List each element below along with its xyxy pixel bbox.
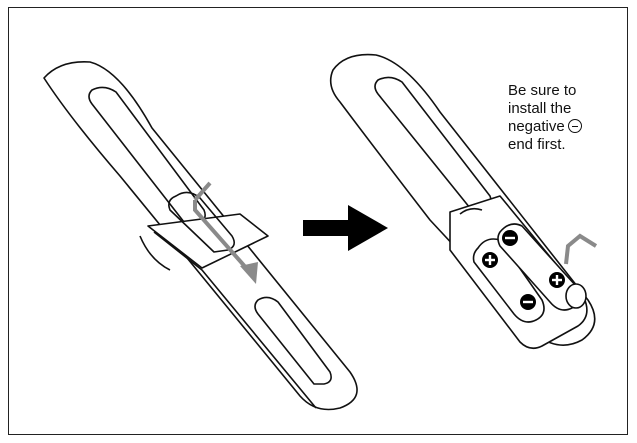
- instruction-word-negative: negative: [508, 118, 565, 135]
- remote-cover-removal: [43, 61, 358, 411]
- instruction-line-2: install the: [508, 100, 572, 117]
- right-arrow-icon: [303, 205, 388, 251]
- instruction-note: Be sure to install the negative end firs…: [508, 82, 626, 154]
- compartment-top-curve: [459, 207, 483, 215]
- instruction-line-3: negative: [508, 118, 626, 136]
- slide-direction-arrow: [193, 181, 258, 284]
- remote-battery-installed: [329, 53, 596, 350]
- cover-edge-line: [153, 231, 317, 409]
- remote-lower-slot-left: [254, 296, 332, 385]
- insertion-direction-arrow: [564, 233, 598, 265]
- plus-circle-icon: [549, 272, 565, 288]
- minus-circle-icon: [502, 230, 518, 246]
- battery-terminal-end: [565, 283, 587, 309]
- battery-two: [497, 223, 580, 311]
- instruction-line-4: end first.: [508, 136, 566, 153]
- battery-cover-panel: [147, 213, 269, 269]
- instruction-line-1: Be sure to: [508, 82, 577, 99]
- plus-circle-icon: [482, 252, 498, 268]
- battery-compartment-left: [168, 191, 236, 253]
- diagram-border: [8, 7, 628, 435]
- minus-circle-icon: [520, 294, 536, 310]
- cover-inner-curve: [139, 235, 171, 271]
- minus-circle-icon: [567, 119, 582, 133]
